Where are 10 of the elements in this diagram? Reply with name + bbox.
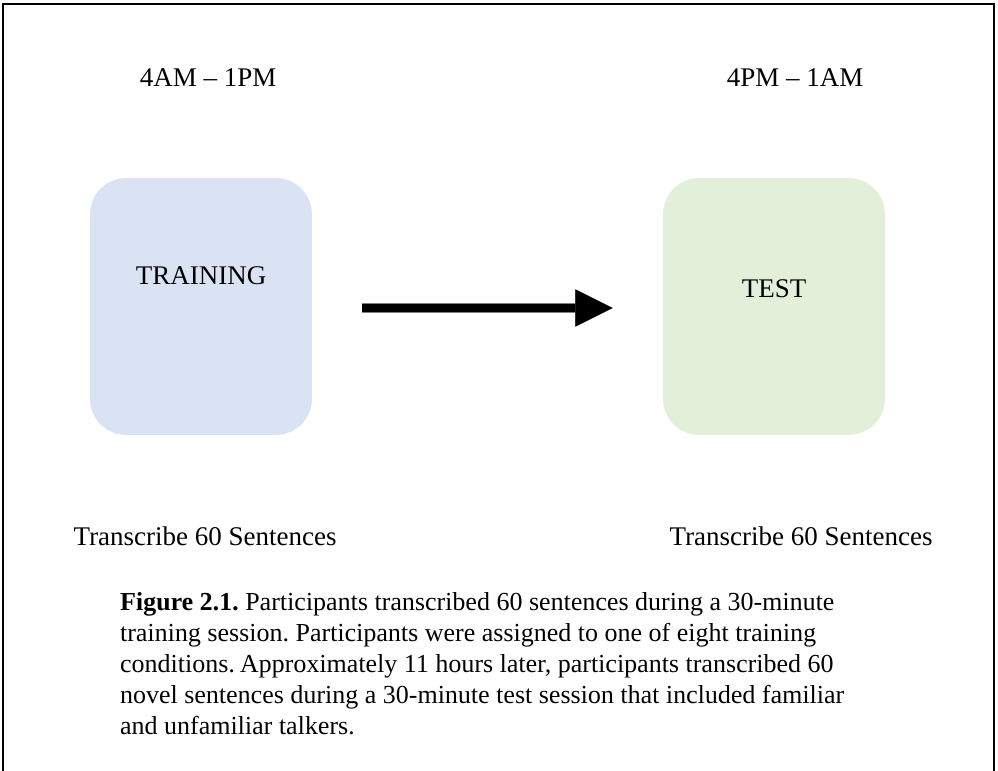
rounded-box bbox=[90, 178, 312, 435]
arrow bbox=[362, 289, 613, 327]
time-label: 4PM – 1AM bbox=[726, 62, 864, 93]
rounded-box bbox=[663, 178, 885, 435]
task-label: Transcribe 60 Sentences bbox=[74, 521, 336, 552]
box-label: TRAINING bbox=[136, 260, 266, 291]
task-label: Transcribe 60 Sentences bbox=[670, 521, 932, 552]
box-label: TEST bbox=[742, 273, 806, 304]
time-label: 4AM – 1PM bbox=[140, 62, 276, 93]
figure-caption: Figure 2.1. Participants transcribed 60 sentences during a 30-minute training session. Participants were assigned to one of eight training conditions. Approximately 11 hours later, participants transcribed 60 novel sentences during a 30-minute test session that included familiar and unfamiliar talkers. bbox=[120, 586, 846, 741]
